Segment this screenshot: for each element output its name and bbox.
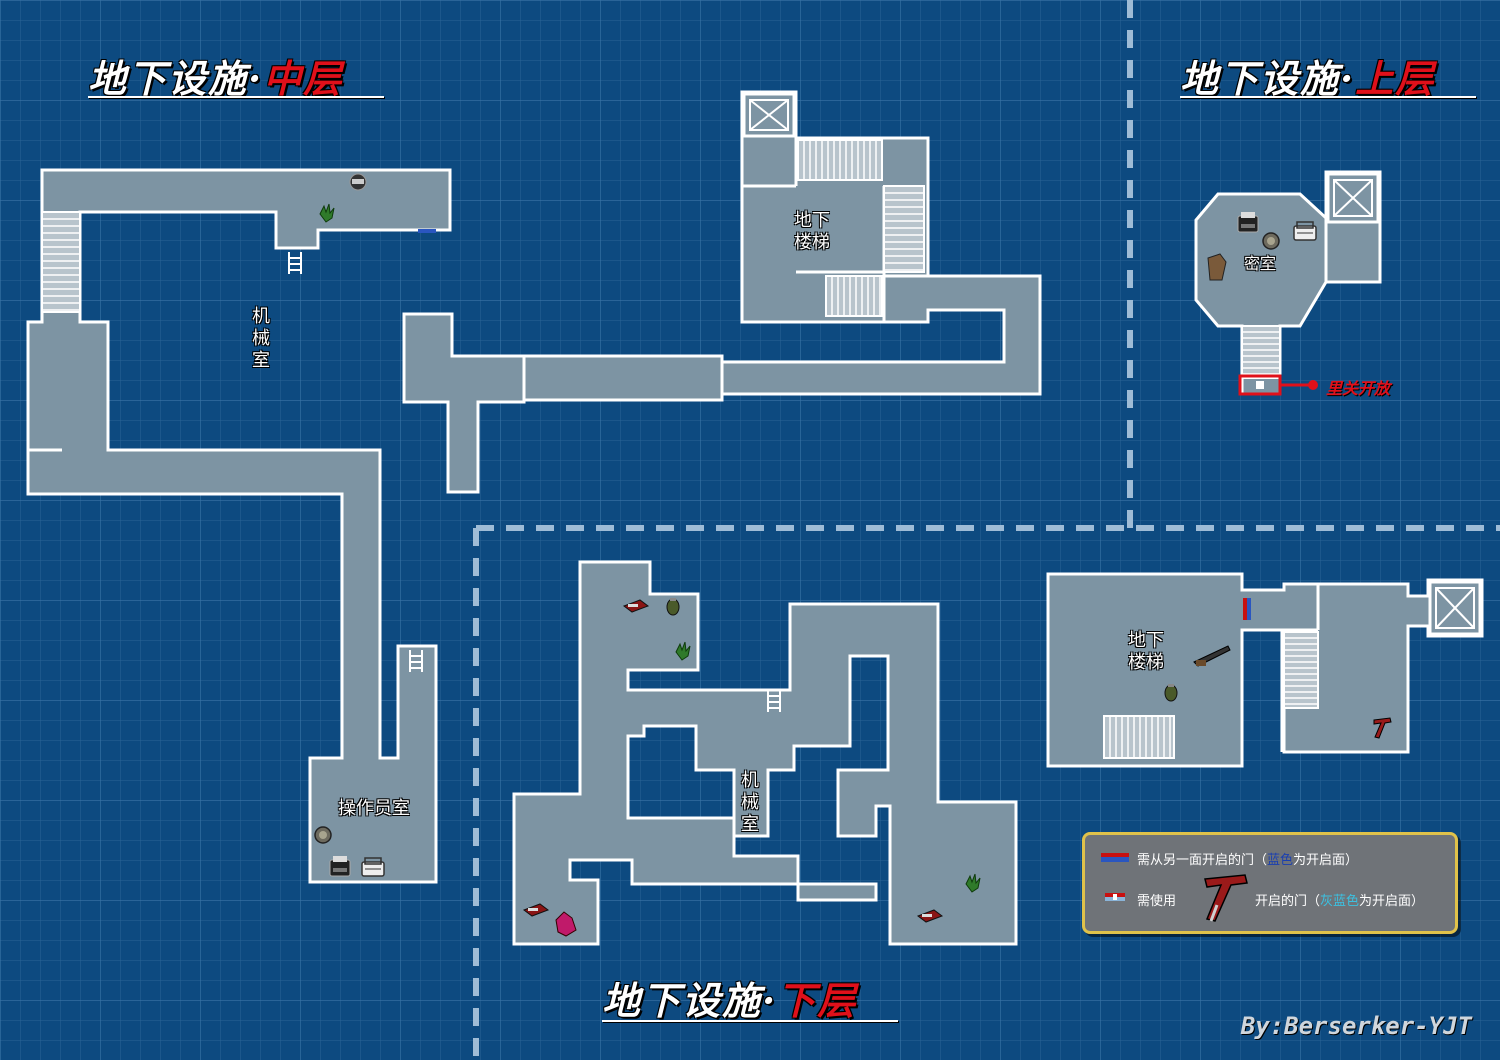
shotgun-icon [1193, 645, 1231, 667]
lower-machine-room [512, 560, 1018, 946]
ladder-icon [288, 252, 302, 274]
bag-icon [1207, 253, 1227, 281]
one-sided-door-icon [1101, 853, 1129, 862]
legend-text: 为开启面） [1359, 894, 1425, 909]
typewriter-icon [1237, 212, 1259, 233]
title-level-text: 下层 [777, 978, 858, 1023]
door-opened [1238, 374, 1318, 396]
legend-text-grey-blue: 灰蓝色 [1320, 894, 1360, 909]
stairs-icon [825, 275, 883, 317]
ammo-icon [916, 909, 944, 923]
item-box-icon [1293, 221, 1317, 241]
title-underline [1180, 96, 1476, 98]
legend-row-one-sided-door: 需从另一面开启的门（蓝色为开启面） [1137, 849, 1358, 868]
ladder-icon [409, 650, 423, 672]
stairs-icon [883, 185, 925, 273]
room-label-machine-room-middle: 机械室 [252, 306, 270, 371]
crank-handle-icon [1204, 874, 1248, 922]
room-label-secret-room: 密室 [1244, 254, 1277, 273]
room-label-machine-room-lower: 机械室 [741, 770, 759, 835]
elevator-icon [742, 92, 796, 138]
room-label-stairs-lower: 地下楼梯 [1128, 630, 1164, 673]
title-main-text: 地下设施· [602, 978, 778, 1023]
grenade-icon [666, 598, 680, 616]
door-one-sided [1243, 598, 1251, 620]
disc-icon [1262, 232, 1280, 250]
herb-icon [965, 873, 981, 893]
room-label-operator-room: 操作员室 [338, 798, 410, 819]
elevator-icon [1428, 580, 1482, 636]
herb-icon [675, 641, 691, 661]
stairs-icon [1241, 325, 1281, 379]
title-lower-floor: 地下设施·下层 [602, 970, 857, 1025]
ladder-icon [767, 690, 781, 712]
ammo-icon [622, 599, 650, 613]
legend-text-blue: 蓝色 [1267, 853, 1294, 868]
author-signature: By:Berserker-YJT [1240, 1012, 1472, 1040]
typewriter-icon [329, 856, 351, 877]
ammo-icon [522, 903, 550, 917]
ammo-icon [349, 173, 367, 191]
grenade-icon [1164, 684, 1178, 702]
title-level-text: 上层 [1355, 56, 1436, 101]
disc-icon [314, 826, 332, 844]
crank-handle-icon [1373, 717, 1392, 739]
middle-corridor-top [26, 168, 452, 884]
title-main-text: 地下设施· [88, 56, 264, 101]
legend-row-locked-door: 开启的门（灰蓝色为开启面） [1255, 890, 1424, 909]
title-underline [602, 1020, 898, 1022]
title-level-text: 中层 [263, 56, 344, 101]
section-divider [473, 0, 1500, 1060]
herb-icon [319, 203, 335, 223]
door-open-note: 里关开放 [1326, 379, 1391, 398]
pink-item-icon [555, 911, 577, 937]
title-upper-floor: 地下设施·上层 [1180, 48, 1435, 103]
legend-text: 需从另一面开启的门（ [1137, 853, 1268, 868]
title-main-text: 地下设施· [1180, 56, 1356, 101]
stairs-icon [41, 211, 81, 313]
elevator-icon [1326, 172, 1380, 224]
room-label-stairs-middle: 地下楼梯 [794, 210, 830, 253]
item-box-icon [361, 857, 385, 877]
title-middle-floor: 地下设施·中层 [88, 48, 343, 103]
legend-text: 开启的门（ [1255, 894, 1321, 909]
legend-box: 需从另一面开启的门（蓝色为开启面） 需使用 开启的门（灰蓝色为开启面） [1082, 832, 1458, 934]
door-blue [418, 229, 436, 233]
locked-door-icon [1105, 893, 1125, 901]
legend-text-needs-item: 需使用 [1137, 894, 1177, 909]
legend-text: 为开启面） [1293, 853, 1359, 868]
title-underline [88, 96, 384, 98]
